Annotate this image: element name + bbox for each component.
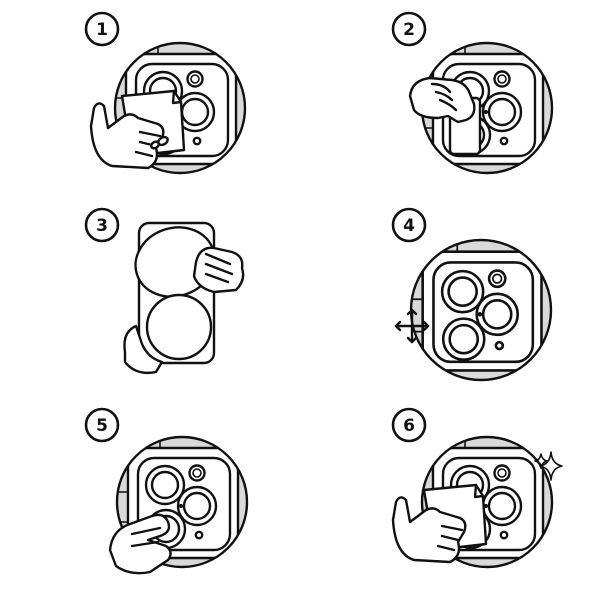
step-1-badge: 1 <box>84 11 120 47</box>
align-arrows-icon <box>394 308 430 344</box>
press-finger-icon <box>108 513 172 575</box>
step-1: 1 <box>84 11 247 175</box>
step-4-camera-module <box>409 238 553 382</box>
step-3: 3 <box>84 207 245 375</box>
step-4-badge: 4 <box>391 207 427 243</box>
step-6-camera-module <box>420 435 554 569</box>
step-2-badge: 2 <box>391 11 427 47</box>
step-3-badge: 3 <box>84 207 120 243</box>
step-4-number: 4 <box>403 216 415 236</box>
step-6: 6 <box>391 407 563 569</box>
step-6-number: 6 <box>403 416 415 436</box>
cleaning-cloth-icon <box>89 89 186 170</box>
step-4: 4 <box>391 207 553 382</box>
dust-sticker-icon <box>408 76 482 156</box>
step-5: 5 <box>84 407 249 575</box>
step-5-camera-module <box>115 435 249 569</box>
protector-film-icon <box>123 221 245 375</box>
sparkle-icon <box>534 451 563 481</box>
step-5-badge: 5 <box>84 407 120 443</box>
step-1-number: 1 <box>96 20 108 40</box>
step-5-number: 5 <box>96 416 108 436</box>
step-2-number: 2 <box>403 20 415 40</box>
step-3-number: 3 <box>96 216 108 236</box>
step-1-camera-module <box>113 41 247 175</box>
step-2: 2 <box>391 11 554 175</box>
step-6-badge: 6 <box>391 407 427 443</box>
